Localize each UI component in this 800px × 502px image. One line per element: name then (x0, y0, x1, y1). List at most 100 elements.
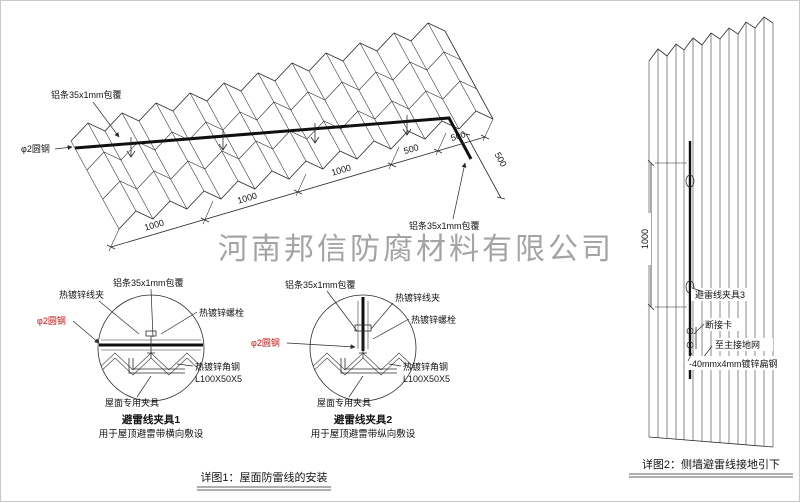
label-bolt: 热镀锌螺栓 (411, 314, 456, 325)
leader-fixture (348, 375, 364, 398)
roof-right-edge (444, 30, 494, 120)
roof-label-round-steel: φ2圆钢 (21, 143, 73, 154)
dim-500-right: 500 (493, 151, 509, 169)
detail-1-clip-body (145, 330, 157, 337)
leader-disconnect (693, 323, 705, 335)
lightning-wire (74, 116, 473, 160)
dim-1000-c: 1000 (330, 163, 352, 178)
leader-clip (98, 300, 140, 335)
label-alu: 铝条35x1mm包覆 (113, 277, 184, 288)
roof-label-alu-right: 铝条35x1mm包覆 (409, 162, 480, 231)
figure2-caption: 详图2：侧墙避雷线接地引下 (642, 457, 780, 471)
label-to-ground: 至主接地网 (715, 339, 760, 350)
label-clip: 热镀锌线夹 (59, 289, 104, 300)
conductor-clamp-lower (685, 280, 695, 294)
dim-1000-b: 1000 (236, 191, 258, 206)
detail-2-bolt (359, 331, 367, 358)
label-alu-strip-right: 铝条35x1mm包覆 (409, 220, 480, 231)
detail-2-callouts: 铝条35x1mm包覆 热镀锌线夹 热镀锌螺栓 φ2圆钢 热镀锌角钢 L100X5… (251, 279, 456, 408)
disconnect-bolt-bottom (686, 341, 694, 349)
wall-corrugation-lines (648, 17, 774, 447)
leader-clamp3 (691, 287, 702, 292)
label-angle-spec: L100X50X5 (195, 374, 242, 384)
detail-1-callouts: 热镀锌线夹 铝条35x1mm包覆 热镀锌螺栓 φ2圆钢 热镀锌角钢 L100X5… (37, 277, 244, 408)
label-bg-to-ground (713, 338, 773, 351)
detail-1-title: 避雷线夹具1 (121, 413, 180, 426)
detail-1-internals (98, 330, 204, 376)
label-fixture: 屋面专用夹具 (105, 397, 159, 408)
dim-500-a: 500 (403, 142, 420, 156)
leader-fixture (136, 375, 152, 398)
dim-1000-a: 1000 (143, 218, 165, 233)
label-bg-flat-steel (687, 356, 789, 370)
disconnect-bolt-top (686, 327, 694, 335)
figure1-caption-underline (197, 486, 331, 491)
detail-1: 热镀锌线夹 铝条35x1mm包覆 热镀锌螺栓 φ2圆钢 热镀锌角钢 L100X5… (37, 277, 244, 440)
label-angle: 热镀锌角钢 (403, 361, 448, 372)
conductor-clamp-upper (685, 174, 695, 188)
dim-1000-wall: 1000 (640, 229, 650, 249)
label-bolt: 热镀锌螺栓 (199, 307, 244, 318)
dimension-extension-lines (108, 118, 494, 252)
roof-rib-valley-lines (70, 40, 460, 230)
wall-dimension-1000: 1000 (638, 159, 687, 311)
leader-clip (370, 302, 394, 330)
dimension-ticks (106, 134, 490, 250)
label-clip: 热镀锌线夹 (395, 292, 440, 303)
label-angle: 热镀锌角钢 (195, 361, 240, 372)
detail-2-angle-steel (340, 358, 397, 374)
leader-line (92, 101, 120, 138)
detail-2-circle (309, 294, 417, 402)
dim-label-bg (638, 213, 651, 265)
leader-steel (72, 320, 100, 344)
dim-ticks (647, 159, 655, 311)
roof-dimension-chain: 1000 1000 1000 500 500 (106, 118, 494, 252)
figure2-caption-underline (629, 473, 793, 478)
roof-label-alu-top: 铝条35x1mm包覆 (51, 89, 122, 138)
detail-2-title: 避雷线夹具2 (333, 413, 392, 426)
label-alu-strip-top: 铝条35x1mm包覆 (51, 89, 122, 100)
dim-extension-lines (655, 162, 687, 308)
leader-line (452, 162, 467, 220)
leader-alu (326, 290, 358, 332)
leader-steel (286, 342, 356, 350)
detail-1-subtitle: 用于屋顶避雷带横向敷设 (99, 428, 204, 440)
label-round-steel: φ2圆钢 (21, 143, 50, 154)
dimension-right-ticks (461, 132, 506, 200)
company-watermark: 河南邦信防腐材料有限公司 (218, 233, 614, 266)
label-bg-clamp3 (691, 288, 751, 301)
figure1-roof-isometric: 铝条35x1mm包覆 φ2圆钢 铝条35x1mm包覆 1000 1000 100… (21, 22, 509, 252)
roof-rib-crest-lines (87, 22, 477, 212)
label-bg-disconnect (703, 318, 741, 331)
dimension-line-right (465, 133, 502, 199)
detail-2-internals (310, 297, 416, 376)
leader-bolt (160, 311, 198, 335)
detail-2: 铝条35x1mm包覆 热镀锌线夹 热镀锌螺栓 φ2圆钢 热镀锌角钢 L100X5… (251, 279, 456, 440)
detail-1-bolt (147, 336, 155, 358)
figure1-caption: 详图1：屋面防雷线的安装 (200, 470, 327, 484)
label-alu: 铝条35x1mm包覆 (285, 279, 356, 290)
label-fixture: 屋面专用夹具 (317, 397, 371, 408)
figure2-caption-group: 详图2：侧墙避雷线接地引下 (629, 457, 793, 478)
roof-dimension-right: 500 (461, 132, 509, 200)
dim-500-b: 500 (450, 129, 467, 143)
figure1-caption-group: 详图1：屋面防雷线的安装 (197, 470, 331, 491)
figure2-wall: 1000 避雷线夹具3 断接卡 至主接地网 -40mmx4mm镀锌扁钢 (638, 16, 789, 448)
leader-alu (150, 288, 154, 338)
label-round-steel-red: φ2圆钢 (251, 337, 280, 348)
detail-2-subtitle: 用于屋顶避雷带纵向敷设 (311, 428, 416, 440)
label-angle-spec: L100X50X5 (403, 374, 450, 384)
wire-clamps (126, 115, 412, 158)
leader-bolt (372, 318, 410, 340)
leader-angle (388, 363, 402, 367)
leader-angle (176, 363, 194, 367)
wall-callouts: 避雷线夹具3 断接卡 至主接地网 -40mmx4mm镀锌扁钢 (687, 287, 789, 371)
leader-flat-steel (687, 352, 693, 362)
leader-line (54, 145, 73, 150)
detail-1-angle-steel (128, 358, 185, 374)
label-clamp3: 避雷线夹具3 (695, 289, 745, 300)
label-flat-steel: -40mmx4mm镀锌扁钢 (689, 358, 778, 369)
label-disconnect: 断接卡 (705, 319, 732, 330)
